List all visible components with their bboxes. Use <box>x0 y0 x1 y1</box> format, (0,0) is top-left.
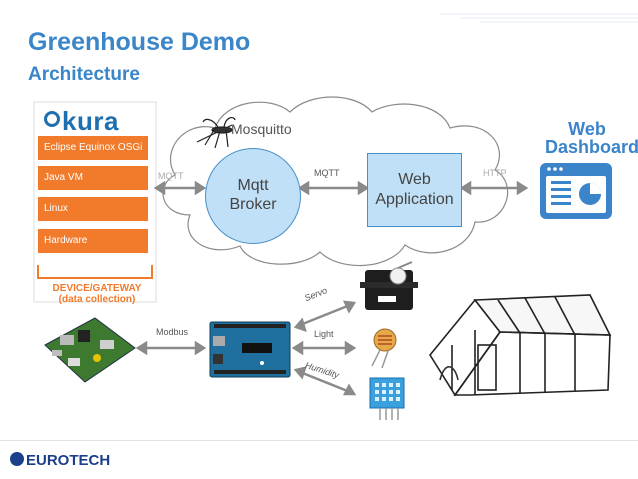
raspberry-pi-board <box>44 317 136 383</box>
eurotech-logo: EUROTECH <box>26 452 111 469</box>
web-dashboards-title: Web Dashboards <box>545 119 638 157</box>
arduino-board <box>209 321 291 378</box>
eurotech-mark-icon <box>10 452 24 466</box>
slide-title: Greenhouse Demo <box>28 28 251 56</box>
dashboard-icon <box>540 163 612 219</box>
broker-line2: Broker <box>229 196 277 213</box>
arrow-servo <box>299 303 351 327</box>
label-mqtt-middle: MQTT <box>314 168 340 178</box>
gateway-label-line2: (data collection) <box>58 294 136 305</box>
gateway-label: DEVICE/GATEWAY (data collection) <box>38 283 156 305</box>
web-application-node: Web Application <box>367 153 462 227</box>
servo-motor <box>360 261 418 310</box>
mosquitto-label: Mosquitto <box>231 121 292 137</box>
gateway-label-line1: DEVICE/GATEWAY <box>52 283 142 294</box>
label-modbus: Modbus <box>156 327 189 337</box>
decorative-lines <box>440 13 638 23</box>
label-light: Light <box>314 329 334 339</box>
webapp-line1: Web <box>398 171 431 188</box>
label-http: HTTP <box>483 168 507 178</box>
stack-layer-osgi: Eclipse Equinox OSGi <box>38 136 148 160</box>
stack-layer-hardware: Hardware <box>38 229 148 253</box>
slide-subtitle: Architecture <box>28 64 140 85</box>
greenhouse-sketch <box>429 294 612 397</box>
kura-logo: kura <box>62 106 119 136</box>
mosquito-icon <box>196 116 236 149</box>
dashboards-line2: Dashboards <box>545 137 638 157</box>
broker-line1: Mqtt <box>237 177 269 194</box>
mqtt-broker-node: Mqtt Broker <box>205 148 301 244</box>
dashboards-line1: Web <box>568 119 606 139</box>
kura-frame <box>33 101 157 303</box>
footer-divider <box>0 440 638 441</box>
label-mqtt-left: MQTT <box>158 171 184 181</box>
stack-layer-jvm: Java VM <box>38 166 148 190</box>
arrow-humidity <box>299 370 351 394</box>
kura-swirl-icon <box>44 111 60 127</box>
humidity-sensor <box>369 377 405 420</box>
webapp-line2: Application <box>375 191 454 208</box>
gateway-bracket <box>37 265 153 279</box>
light-sensor <box>371 328 397 369</box>
stack-layer-linux: Linux <box>38 197 148 221</box>
